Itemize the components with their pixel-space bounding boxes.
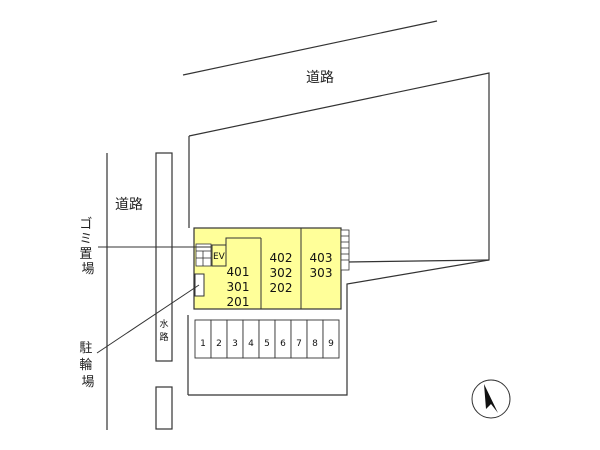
parking-space-number: 4	[248, 339, 254, 349]
parking-space-number: 6	[280, 339, 286, 349]
parking-space-number: 1	[200, 339, 206, 349]
parking-space-number: 7	[296, 339, 302, 349]
bicycle-parking-box	[194, 273, 205, 297]
side-stairs	[340, 229, 350, 271]
north-arrow-icon	[471, 379, 511, 419]
unit-label: 403	[310, 251, 333, 265]
road-top-line	[182, 20, 438, 76]
lot-right-segment	[346, 259, 490, 263]
parking-space-number: 8	[312, 339, 318, 349]
unit-label: 402	[270, 251, 293, 265]
elevator-label: EV	[213, 252, 226, 262]
parking-space-number: 2	[216, 339, 222, 349]
unit-column-3: 403 303	[310, 251, 333, 280]
unit-label: 301	[227, 280, 250, 294]
unit-label: 302	[270, 266, 293, 280]
unit-column-2: 402 302 202	[270, 251, 293, 295]
unit-label: 401	[227, 265, 250, 279]
waterway-upper	[155, 152, 173, 362]
bicycle-leader	[96, 284, 200, 354]
parking-space-number: 9	[328, 339, 334, 349]
garbage-label: ゴ ミ 置 場	[79, 216, 96, 277]
unit-column-1: 401 301 201	[227, 265, 250, 309]
entry-stairs	[195, 243, 212, 267]
elevator-box	[211, 244, 227, 267]
unit-label: 303	[310, 266, 333, 280]
unit-label: 202	[270, 281, 293, 295]
parking-space	[322, 319, 340, 359]
unit-label: 201	[227, 295, 250, 309]
lot-boundary	[188, 72, 490, 396]
road-left-label: 道路	[115, 197, 143, 213]
parking-space-number: 5	[264, 339, 270, 349]
bicycle-label: 駐 輪 場	[79, 341, 96, 390]
parking-space-number: 3	[232, 339, 238, 349]
waterway-label: 水路	[159, 318, 168, 343]
road-top-label: 道路	[306, 70, 334, 86]
waterway-lower	[155, 386, 173, 430]
